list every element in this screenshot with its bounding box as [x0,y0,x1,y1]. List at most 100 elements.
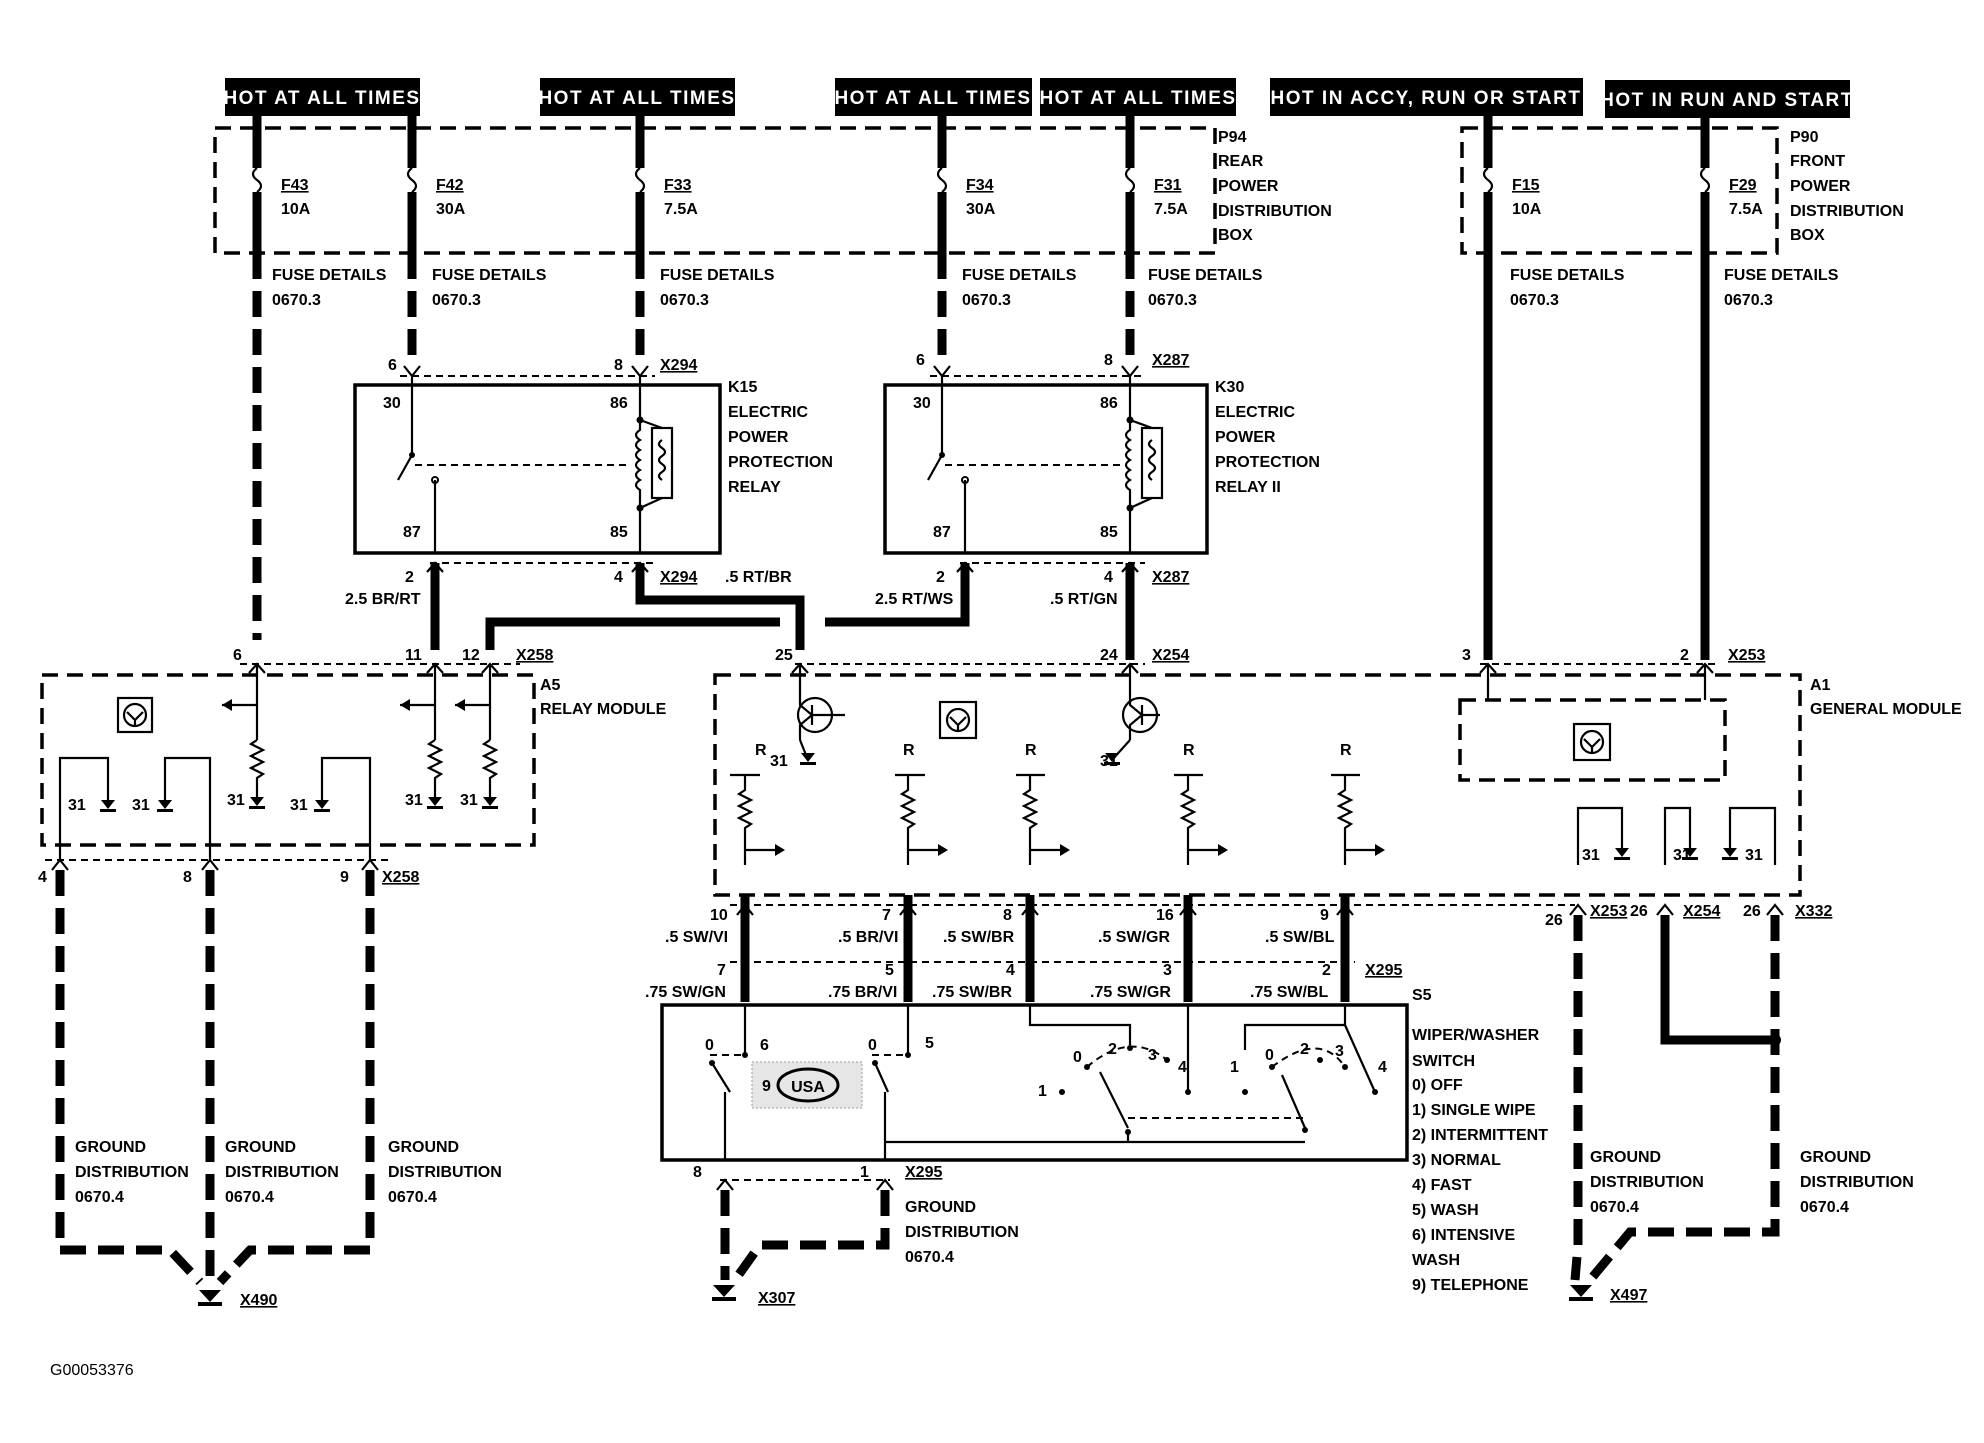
svg-text:2: 2 [936,569,945,586]
svg-text:0670.4: 0670.4 [1590,1199,1639,1216]
svg-text:X258: X258 [516,647,553,664]
svg-text:5) WASH: 5) WASH [1412,1202,1479,1219]
svg-text:FUSE DETAILS: FUSE DETAILS [660,267,775,284]
svg-text:31: 31 [290,797,308,814]
svg-text:FUSE DETAILS: FUSE DETAILS [1724,267,1839,284]
svg-text:POWER: POWER [728,429,789,446]
svg-text:GROUND: GROUND [905,1199,976,1216]
svg-text:FUSE DETAILS: FUSE DETAILS [1148,267,1263,284]
svg-text:GROUND: GROUND [225,1139,296,1156]
svg-text:FUSE DETAILS: FUSE DETAILS [432,267,547,284]
svg-text:F33: F33 [664,177,692,194]
svg-text:HOT AT ALL TIMES: HOT AT ALL TIMES [223,88,420,109]
header-hot-at-all-times-4: HOT AT ALL TIMES [1039,78,1236,116]
svg-text:F42: F42 [436,177,464,194]
a5-relay-module: 6 11 12 X258 A5 RELAY MODULE 31 31 31 [38,647,667,886]
svg-text:X287: X287 [1152,352,1189,369]
svg-text:6) INTENSIVE: 6) INTENSIVE [1412,1227,1515,1244]
svg-text:0670.3: 0670.3 [1724,292,1773,309]
svg-text:HOT AT ALL TIMES: HOT AT ALL TIMES [538,88,735,109]
svg-text:A5: A5 [540,677,561,694]
svg-text:2) INTERMITTENT: 2) INTERMITTENT [1412,1127,1548,1144]
svg-text:X295: X295 [1365,962,1402,979]
svg-text:.75 SW/BR: .75 SW/BR [932,984,1012,1001]
svg-text:3: 3 [1148,1047,1157,1064]
svg-text:DISTRIBUTION: DISTRIBUTION [388,1164,502,1181]
svg-text:30: 30 [913,395,931,412]
svg-text:8: 8 [183,869,192,886]
svg-text:25: 25 [775,647,793,664]
svg-text:HOT IN RUN AND START: HOT IN RUN AND START [1600,90,1854,111]
svg-text:3: 3 [1335,1043,1344,1060]
svg-text:FUSE DETAILS: FUSE DETAILS [272,267,387,284]
svg-text:4: 4 [1178,1059,1187,1076]
svg-text:WASH: WASH [1412,1252,1460,1269]
svg-text:0: 0 [868,1037,877,1054]
svg-text:4: 4 [1006,962,1015,979]
svg-text:8: 8 [614,357,623,374]
header-hot-at-all-times-1: HOT AT ALL TIMES [223,78,420,116]
svg-text:R: R [1183,742,1195,759]
svg-text:0: 0 [1265,1047,1274,1064]
relay-output-wires: 2.5 BR/RT .5 RT/BR 2.5 RT/WS .5 RT/GN [345,563,1135,660]
svg-text:11: 11 [405,647,422,664]
svg-text:87: 87 [403,524,421,541]
p90-label: P90 FRONT POWER DISTRIBUTION BOX [1790,129,1904,244]
svg-text:DISTRIBUTION: DISTRIBUTION [225,1164,339,1181]
svg-text:3) NORMAL: 3) NORMAL [1412,1152,1501,1169]
svg-text:DISTRIBUTION: DISTRIBUTION [1790,203,1904,220]
svg-text:6: 6 [388,357,397,374]
svg-text:12: 12 [462,647,480,664]
svg-text:X497: X497 [1610,1287,1647,1304]
p94-label: P94 REAR POWER DISTRIBUTION BOX [1218,129,1332,244]
svg-text:10A: 10A [1512,201,1542,218]
svg-text:9: 9 [340,869,349,886]
svg-text:0670.4: 0670.4 [905,1249,954,1266]
svg-text:F29: F29 [1729,177,1757,194]
svg-text:10A: 10A [281,201,311,218]
a1-bottom-connectors: 10 7 8 16 9 .5 SW/VI .5 BR/VI .5 SW/BR .… [645,903,1832,1001]
svg-text:HOT AT ALL TIMES: HOT AT ALL TIMES [834,88,1031,109]
svg-text:K15: K15 [728,379,757,396]
svg-text:31: 31 [227,792,245,809]
svg-text:X287: X287 [1152,569,1189,586]
fuse-f34: F34 30A [936,128,996,253]
svg-text:2: 2 [405,569,414,586]
svg-text:F43: F43 [281,177,309,194]
svg-text:2.5 RT/WS: 2.5 RT/WS [875,591,954,608]
svg-text:DISTRIBUTION: DISTRIBUTION [1218,203,1332,220]
svg-text:R: R [1340,742,1352,759]
svg-text:SWITCH: SWITCH [1412,1053,1475,1070]
fuse-f33: F33 7.5A [634,128,698,253]
svg-text:4: 4 [614,569,623,586]
svg-text:4: 4 [1104,569,1113,586]
svg-text:PROTECTION: PROTECTION [728,454,833,471]
svg-text:A1: A1 [1810,677,1831,694]
svg-text:0670.3: 0670.3 [1510,292,1559,309]
svg-text:ELECTRIC: ELECTRIC [1215,404,1295,421]
svg-text:.75 SW/BL: .75 SW/BL [1250,984,1328,1001]
svg-text:6: 6 [760,1037,769,1054]
svg-text:DISTRIBUTION: DISTRIBUTION [75,1164,189,1181]
svg-text:.75 SW/GN: .75 SW/GN [645,984,726,1001]
svg-text:F31: F31 [1154,177,1182,194]
svg-text:X307: X307 [758,1290,795,1307]
s5-wiper-washer-switch: S5 WIPER/WASHER SWITCH 0) OFF 1) SINGLE … [660,987,1548,1294]
svg-text:30A: 30A [966,201,996,218]
svg-text:P94: P94 [1218,129,1247,146]
svg-text:86: 86 [610,395,628,412]
svg-text:.5 RT/BR: .5 RT/BR [725,569,792,586]
svg-text:HOT AT ALL TIMES: HOT AT ALL TIMES [1039,88,1236,109]
svg-text:BOX: BOX [1218,227,1253,244]
fuse-f31: F31 7.5A [1124,128,1188,253]
svg-text:REAR: REAR [1218,153,1264,170]
svg-text:0670.4: 0670.4 [225,1189,274,1206]
header-hot-at-all-times-2: HOT AT ALL TIMES [538,78,735,116]
svg-text:F34: F34 [966,177,994,194]
svg-text:7: 7 [717,962,726,979]
svg-text:POWER: POWER [1218,178,1279,195]
svg-text:1: 1 [1230,1059,1239,1076]
svg-text:2: 2 [1108,1041,1117,1058]
svg-text:31: 31 [132,797,150,814]
svg-text:X258: X258 [382,869,419,886]
